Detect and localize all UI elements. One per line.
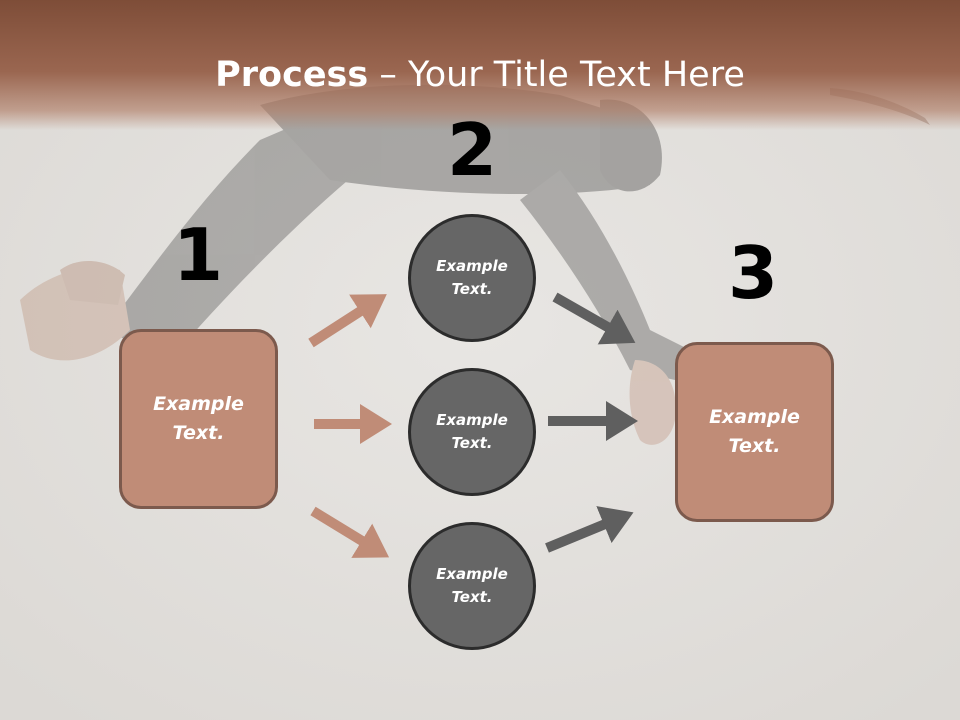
step-number-3: 3 — [727, 231, 779, 315]
circle-bottom-text: Example Text. — [436, 565, 508, 606]
slide-title: Process – Your Title Text Here — [0, 52, 960, 98]
arrow-left-to-bottom — [310, 506, 390, 558]
arrow-bottom-to-right — [545, 506, 634, 553]
left-box-text: Example Text. — [153, 393, 244, 444]
arrow-left-to-top — [308, 294, 387, 348]
right-box-text: Example Text. — [709, 406, 800, 457]
title-bold: Process — [215, 55, 369, 95]
circle-top-text: Example Text. — [436, 257, 508, 298]
right-box: Example Text. — [675, 342, 834, 522]
step-number-1: 1 — [172, 213, 224, 297]
left-box: Example Text. — [119, 329, 278, 509]
circle-middle-text: Example Text. — [436, 411, 508, 452]
circle-bottom: Example Text. — [408, 522, 536, 650]
header-band — [0, 0, 960, 130]
circle-top: Example Text. — [408, 214, 536, 342]
circle-middle: Example Text. — [408, 368, 536, 496]
title-rest: – Your Title Text Here — [368, 55, 745, 95]
arrow-top-to-right — [552, 292, 636, 345]
step-number-2: 2 — [446, 108, 498, 192]
